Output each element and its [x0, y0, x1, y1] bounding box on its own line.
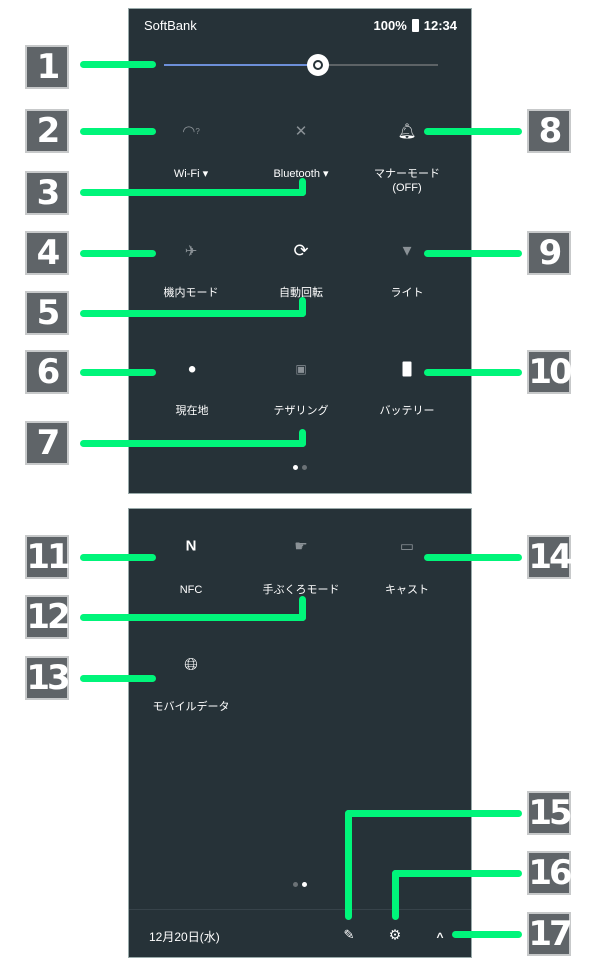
- callout-badge-5: 5: [25, 291, 69, 335]
- battery-icon[interactable]: [402, 361, 412, 377]
- callout-badge-17: 17: [527, 912, 573, 956]
- callout-line-7-vertical: [299, 429, 306, 447]
- page-indicator: [302, 465, 307, 470]
- callout-line-3: [80, 189, 306, 196]
- callout-line-10: [424, 369, 522, 376]
- glove-mode-icon[interactable]: ☛: [294, 538, 308, 555]
- location-label: 現在地: [175, 405, 209, 417]
- brightness-thumb-icon[interactable]: [307, 54, 329, 76]
- callout-line-15-vertical: [345, 810, 352, 920]
- mobile-data-label: モバイルデータ: [152, 701, 230, 713]
- page-indicator-active: [293, 465, 298, 470]
- wifi-unknown-icon[interactable]: ◠?: [182, 123, 200, 140]
- nfc-label: NFC: [179, 584, 203, 596]
- callout-line-15: [345, 810, 522, 817]
- battery-percent: 100%: [373, 18, 407, 33]
- tethering-icon[interactable]: ▣: [295, 362, 307, 376]
- brightness-slider[interactable]: [164, 54, 438, 76]
- callout-line-8: [424, 128, 522, 135]
- cast-label: キャスト: [385, 584, 429, 596]
- battery-label: バッテリー: [379, 405, 435, 417]
- edit-pencil-icon[interactable]: ✎: [343, 927, 355, 942]
- glove-mode-label: 手ぶくろモード: [262, 584, 340, 596]
- callout-line-12: [80, 614, 306, 621]
- callout-line-17: [452, 931, 522, 938]
- callout-badge-3: 3: [25, 171, 69, 215]
- callout-line-1: [80, 61, 156, 68]
- callout-badge-1: 1: [25, 45, 69, 89]
- callout-line-5: [80, 310, 306, 317]
- quick-settings-page-1: SoftBank 100% 12:34 ◠? ✕ 🔔︎ Wi-Fi ▾ Blue…: [128, 8, 472, 494]
- carrier-label: SoftBank: [144, 18, 197, 33]
- callout-line-2: [80, 128, 156, 135]
- location-icon[interactable]: ●: [187, 360, 197, 378]
- callout-badge-7: 7: [25, 421, 69, 465]
- footer-divider: [129, 909, 471, 910]
- callout-badge-4: 4: [25, 231, 69, 275]
- bluetooth-off-icon[interactable]: ✕: [294, 123, 308, 140]
- callout-line-9: [424, 250, 522, 257]
- collapse-chevron-up-icon[interactable]: ^: [436, 930, 444, 944]
- callout-line-13: [80, 675, 156, 682]
- callout-badge-8: 8: [527, 109, 571, 153]
- quick-settings-page-2: N ☛ ▭ NFC 手ぶくろモード キャスト 🌐︎ モバイルデータ 12月20日…: [128, 508, 472, 958]
- cast-icon[interactable]: ▭: [399, 538, 415, 555]
- callout-line-16-vertical: [392, 870, 399, 920]
- auto-rotate-label: 自動回転: [279, 287, 323, 299]
- callout-badge-11: 11: [25, 535, 71, 579]
- globe-icon[interactable]: 🌐︎: [184, 655, 198, 674]
- bell-icon[interactable]: 🔔︎: [397, 123, 417, 140]
- auto-rotate-icon[interactable]: ⟳: [293, 240, 309, 261]
- callout-line-12-vertical: [299, 596, 306, 621]
- battery-status-icon: [411, 19, 419, 32]
- callout-line-5-vertical: [299, 297, 306, 317]
- callout-badge-2: 2: [25, 109, 69, 153]
- wifi-label[interactable]: Wi-Fi ▾: [173, 168, 209, 180]
- date-label: 12月20日(水): [149, 930, 220, 944]
- status-right: 100% 12:34: [374, 18, 458, 33]
- callout-badge-15: 15: [527, 791, 573, 835]
- callout-badge-14: 14: [527, 535, 573, 579]
- bluetooth-label[interactable]: Bluetooth ▾: [273, 168, 329, 180]
- manner-mode-label: マナーモード(OFF): [374, 168, 440, 194]
- callout-line-14: [424, 554, 522, 561]
- callout-line-4: [80, 250, 156, 257]
- nfc-icon[interactable]: N: [185, 537, 197, 555]
- callout-line-6: [80, 369, 156, 376]
- page-indicator-active: [302, 882, 307, 887]
- light-label: ライト: [390, 287, 424, 299]
- flashlight-off-icon[interactable]: ▼: [399, 242, 415, 260]
- brightness-fill: [164, 64, 315, 66]
- callout-line-3-vertical: [299, 178, 306, 196]
- callout-badge-9: 9: [527, 231, 571, 275]
- callout-badge-13: 13: [25, 656, 71, 700]
- callout-line-7: [80, 440, 306, 447]
- page-indicator: [293, 882, 298, 887]
- callout-badge-6: 6: [25, 350, 69, 394]
- callout-line-11: [80, 554, 156, 561]
- tethering-label: テザリング: [273, 405, 329, 417]
- callout-badge-16: 16: [527, 851, 573, 895]
- callout-badge-10: 10: [527, 350, 573, 394]
- clock: 12:34: [423, 18, 457, 33]
- callout-line-16: [392, 870, 522, 877]
- settings-gear-icon[interactable]: ⚙: [388, 926, 402, 943]
- airplane-label: 機内モード: [163, 287, 219, 299]
- airplane-off-icon[interactable]: ✈: [184, 243, 198, 260]
- callout-badge-12: 12: [25, 595, 71, 639]
